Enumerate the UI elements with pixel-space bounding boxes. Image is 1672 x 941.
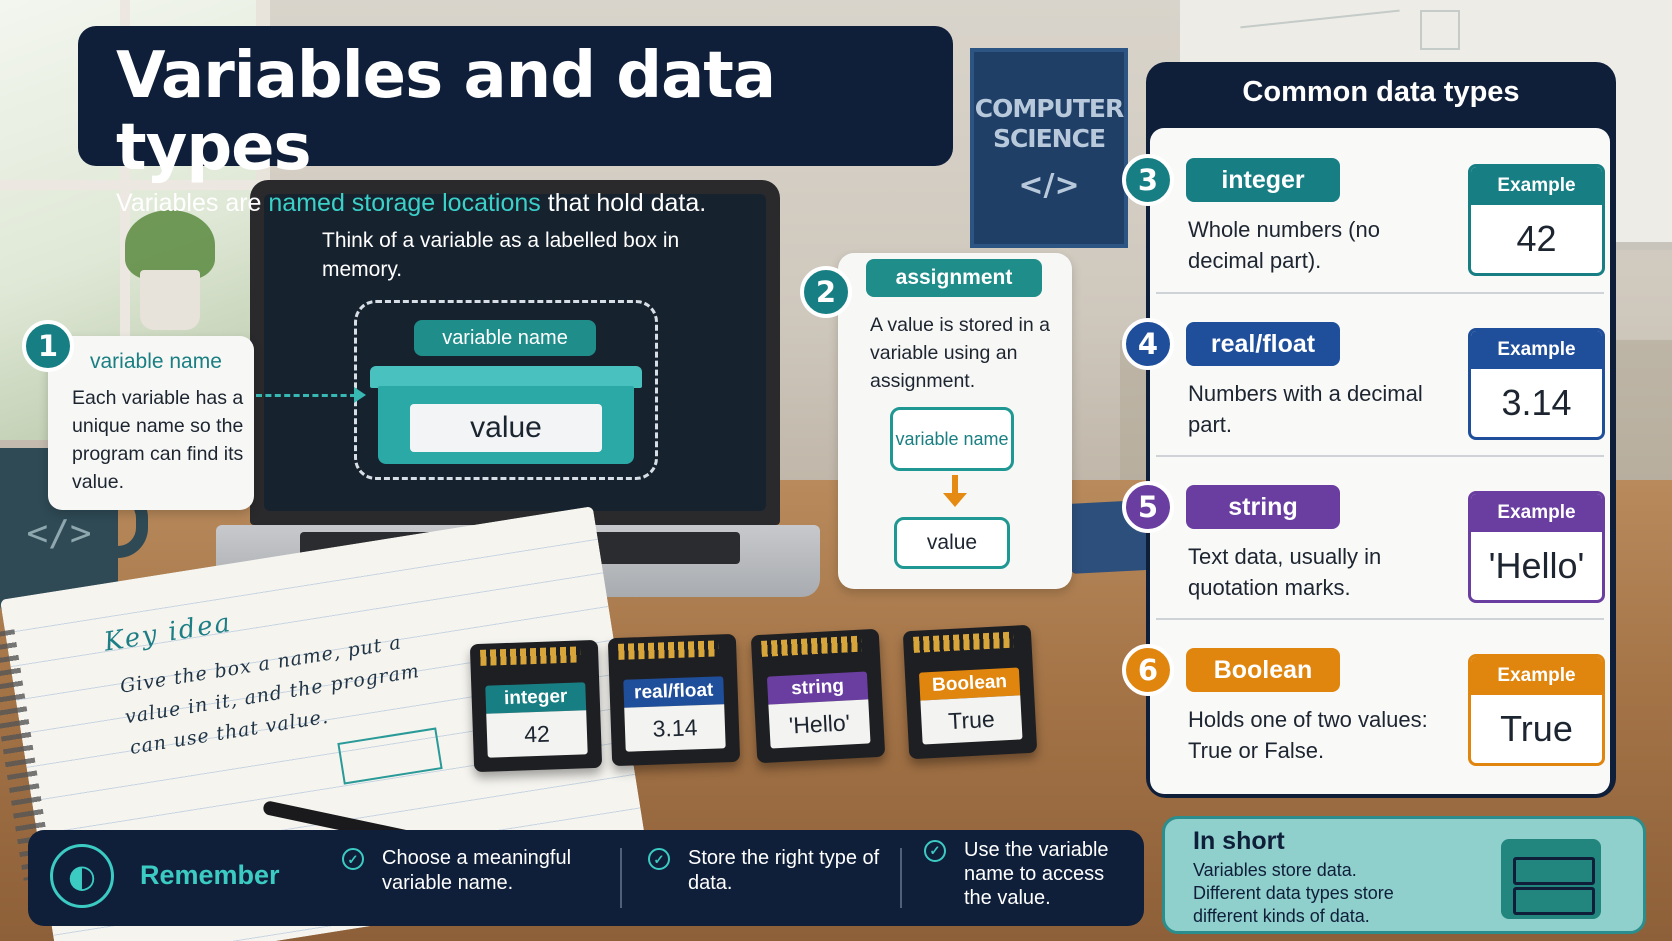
type-name: real/float xyxy=(1186,322,1340,366)
laptop-caption: Think of a variable as a labelled box in… xyxy=(322,229,680,281)
check-icon: ✓ xyxy=(648,848,670,870)
remember-label: Remember xyxy=(140,860,280,890)
in-short-title: In short xyxy=(1193,827,1285,855)
example-label: Example xyxy=(1471,494,1602,532)
example-value: 3.14 xyxy=(1501,382,1572,423)
code-icon: </> xyxy=(1018,167,1080,203)
check-icon: ✓ xyxy=(924,840,946,862)
callout1-text: Each variable has a unique name so the p… xyxy=(72,387,244,493)
example-card: Example 3.14 xyxy=(1468,328,1605,440)
panel-body: integer Whole numbers (no decimal part).… xyxy=(1150,128,1610,794)
card-boolean: Boolean True xyxy=(902,624,1038,760)
title-banner: Variables and data types Variables are n… xyxy=(78,26,953,217)
type-description: Numbers with a decimal part. xyxy=(1188,381,1423,437)
in-short-text: Variables store data. Different data typ… xyxy=(1193,860,1394,926)
laptop-screen: Think of a variable as a labelled box in… xyxy=(264,194,766,511)
filing-cabinet-icon xyxy=(1501,839,1601,919)
computer-science-poster: COMPUTER SCIENCE </> xyxy=(970,48,1128,248)
step-number-4: 4 xyxy=(1122,318,1174,370)
card-type-label: real/float xyxy=(623,676,725,708)
type-name: integer xyxy=(1186,158,1340,202)
callout1-title: variable name xyxy=(90,350,222,373)
tip-3: ✓ Use the variable name to access the va… xyxy=(924,838,1134,910)
poster-line1: COMPUTER xyxy=(974,93,1124,123)
type-name: Boolean xyxy=(1186,648,1340,692)
card-float: real/float 3.14 xyxy=(607,633,741,767)
code-icon: </> xyxy=(26,512,92,554)
step-number-3: 3 xyxy=(1122,154,1174,206)
divider xyxy=(1156,292,1604,294)
example-label: Example xyxy=(1471,657,1602,695)
type-name: string xyxy=(1186,485,1340,529)
example-label: Example xyxy=(1471,331,1602,369)
flow-value: value xyxy=(894,517,1010,569)
flow-variable-name: variable name xyxy=(890,407,1014,471)
box-label: variable name xyxy=(414,320,596,356)
example-card: Example 42 xyxy=(1468,164,1605,276)
example-value: 'Hello' xyxy=(1488,545,1585,586)
type-row-integer: integer Whole numbers (no decimal part).… xyxy=(1150,128,1610,291)
callout-variable-name: variable name Each variable has a unique… xyxy=(48,336,254,510)
card-value: True xyxy=(920,695,1023,745)
type-row-string: string Text data, usually in quotation m… xyxy=(1150,455,1610,618)
tip-1: ✓ Choose a meaningful variable name. xyxy=(342,846,602,896)
divider xyxy=(1156,618,1604,620)
example-label: Example xyxy=(1471,167,1602,205)
box-lid xyxy=(370,366,642,388)
card-value: 42 xyxy=(486,710,588,758)
callout-assignment: assignment A value is stored in a variab… xyxy=(838,253,1072,589)
card-string: string 'Hello' xyxy=(750,628,886,764)
arrow-down-icon xyxy=(952,475,958,495)
example-value: 42 xyxy=(1516,218,1557,259)
check-icon: ✓ xyxy=(342,848,364,870)
remember-bar: ◐ Remember ✓ Choose a meaningful variabl… xyxy=(28,830,1144,926)
subtitle-highlight: named storage locations xyxy=(268,189,541,217)
example-value: True xyxy=(1500,708,1573,749)
divider xyxy=(900,848,902,908)
callout2-text: A value is stored in a variable using an… xyxy=(870,314,1050,392)
page-title: Variables and data types xyxy=(116,39,776,185)
step-number-1: 1 xyxy=(22,320,74,372)
type-row-boolean: Boolean Holds one of two values: True or… xyxy=(1150,618,1610,781)
lightbulb-icon: ◐ xyxy=(50,844,114,908)
type-description: Text data, usually in quotation marks. xyxy=(1188,544,1382,600)
example-card: Example 'Hello' xyxy=(1468,491,1605,603)
card-value: 'Hello' xyxy=(768,699,871,749)
plant-leaves xyxy=(125,210,215,280)
type-row-float: real/float Numbers with a decimal part. … xyxy=(1150,292,1610,455)
step-number-5: 5 xyxy=(1122,481,1174,533)
card-value: 3.14 xyxy=(624,704,726,752)
type-description: Whole numbers (no decimal part). xyxy=(1188,217,1380,273)
divider xyxy=(620,848,622,908)
box-value: value xyxy=(410,404,602,452)
card-type-label: integer xyxy=(485,682,587,714)
poster-line2: SCIENCE xyxy=(992,123,1106,153)
step-number-6: 6 xyxy=(1122,644,1174,696)
divider xyxy=(1156,455,1604,457)
assignment-label: assignment xyxy=(866,259,1042,297)
plant-pot xyxy=(140,270,200,330)
pointer-arrow xyxy=(256,394,356,397)
page-subtitle: Variables are named storage locations th… xyxy=(116,189,707,217)
arrow-head-icon xyxy=(354,387,366,403)
example-card: Example True xyxy=(1468,654,1605,766)
step-number-2: 2 xyxy=(800,266,852,318)
type-description: Holds one of two values: True or False. xyxy=(1188,707,1428,763)
common-data-types-panel: Common data types integer Whole numbers … xyxy=(1146,62,1616,798)
card-integer: integer 42 xyxy=(469,639,603,773)
panel-title: Common data types xyxy=(1242,76,1520,108)
in-short-box: In short Variables store data. Different… xyxy=(1162,816,1646,934)
laptop: Think of a variable as a labelled box in… xyxy=(250,180,780,525)
tip-2: ✓ Store the right type of data. xyxy=(648,846,888,896)
